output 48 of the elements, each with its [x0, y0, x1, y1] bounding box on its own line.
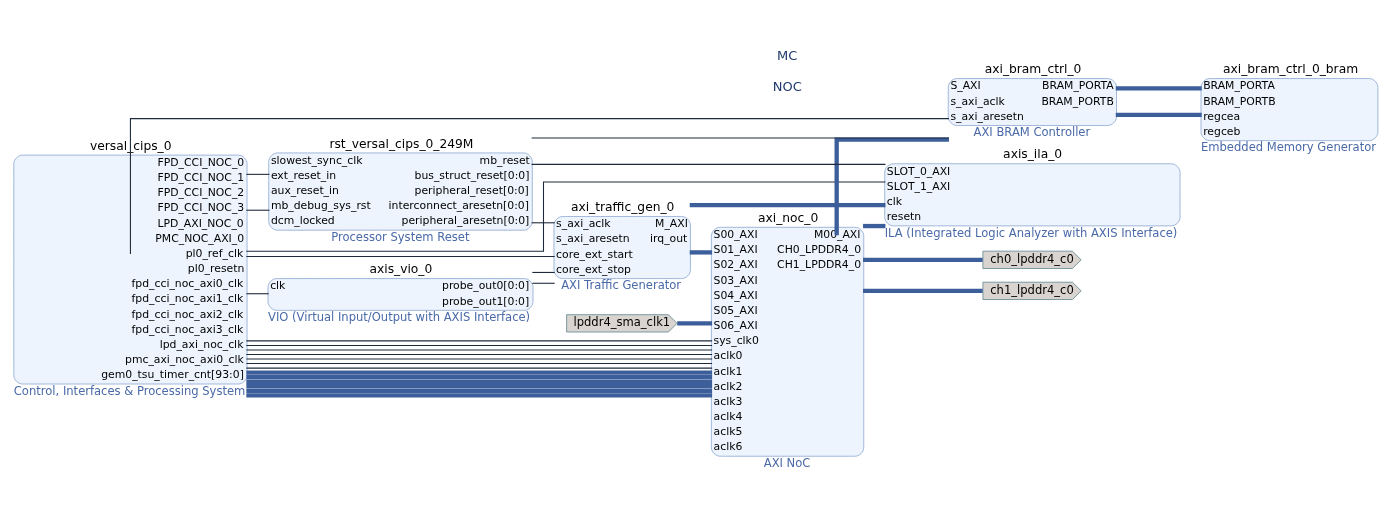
connector	[246, 393, 713, 398]
node-label: AXI NoC	[763, 455, 811, 470]
connector	[245, 353, 713, 356]
node-label: axis_vio_0	[369, 262, 433, 277]
connector	[246, 375, 713, 380]
connector	[689, 202, 886, 208]
connector	[246, 388, 713, 393]
connector	[531, 222, 556, 224]
node-label: VIO (Virtual Input/Output with AXIS Interface)	[268, 310, 531, 325]
connector	[677, 321, 713, 326]
connector	[245, 367, 713, 369]
connector	[863, 288, 983, 294]
node-label: axi_noc_0	[757, 210, 819, 225]
connector	[245, 255, 556, 257]
connector	[531, 137, 950, 139]
node-label: Processor System Reset	[331, 229, 470, 244]
connector	[834, 137, 949, 236]
node-label: axi_bram_ctrl_0_bram	[1223, 62, 1359, 77]
connector	[863, 223, 886, 229]
node-label: ILA (Integrated Logic Analyzer with AXIS Interface)	[884, 225, 1178, 240]
connector	[531, 163, 886, 165]
node-label: rst_versal_cips_0_249M	[329, 136, 474, 151]
node-label: AXI Traffic Generator	[561, 278, 682, 293]
connector	[246, 379, 713, 384]
connector	[863, 257, 983, 262]
connector	[246, 384, 713, 389]
connector	[245, 181, 886, 252]
connector	[1115, 86, 1202, 91]
node-label: axi_bram_ctrl_0	[984, 62, 1082, 77]
connector	[245, 340, 713, 342]
label: MC	[777, 48, 798, 64]
node-label: Control, Interfaces & Processing System	[13, 383, 246, 398]
node-label: axis_ila_0	[1003, 147, 1063, 162]
label: NOC	[772, 79, 802, 95]
connector	[1115, 112, 1202, 118]
node-label: axi_traffic_gen_0	[570, 200, 675, 215]
connector	[246, 370, 713, 375]
node-label: Embedded Memory Generator	[1200, 140, 1377, 155]
connector	[531, 271, 556, 273]
connector	[245, 293, 270, 295]
connector	[245, 363, 713, 365]
connector	[245, 173, 270, 175]
node-label: AXI BRAM Controller	[973, 125, 1091, 140]
connector	[689, 250, 713, 255]
connector	[245, 209, 270, 211]
connector	[245, 344, 713, 346]
connector	[531, 282, 556, 284]
connector	[129, 118, 950, 255]
